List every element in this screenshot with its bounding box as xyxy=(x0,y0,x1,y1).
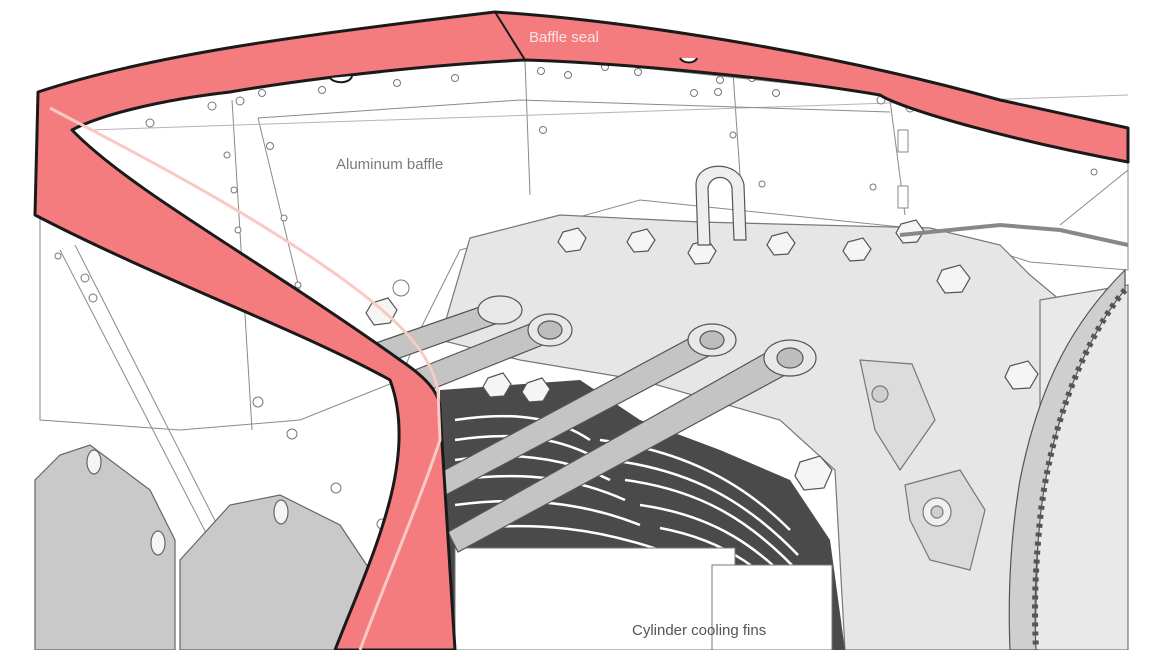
lifting-eye xyxy=(695,165,747,246)
aluminum-baffle-label: Aluminum baffle xyxy=(336,156,444,173)
valve-covers xyxy=(34,444,371,650)
baffle-seal xyxy=(33,10,1130,650)
baffle-seal-label: Baffle seal xyxy=(529,29,599,46)
pushrod-tubes xyxy=(369,295,817,553)
engine-crankcase xyxy=(439,214,1129,650)
fuel-line xyxy=(899,222,1129,247)
cylinder-cooling-fins xyxy=(440,380,845,650)
cylinder-cooling-fins-label: Cylinder cooling fins xyxy=(632,622,767,639)
